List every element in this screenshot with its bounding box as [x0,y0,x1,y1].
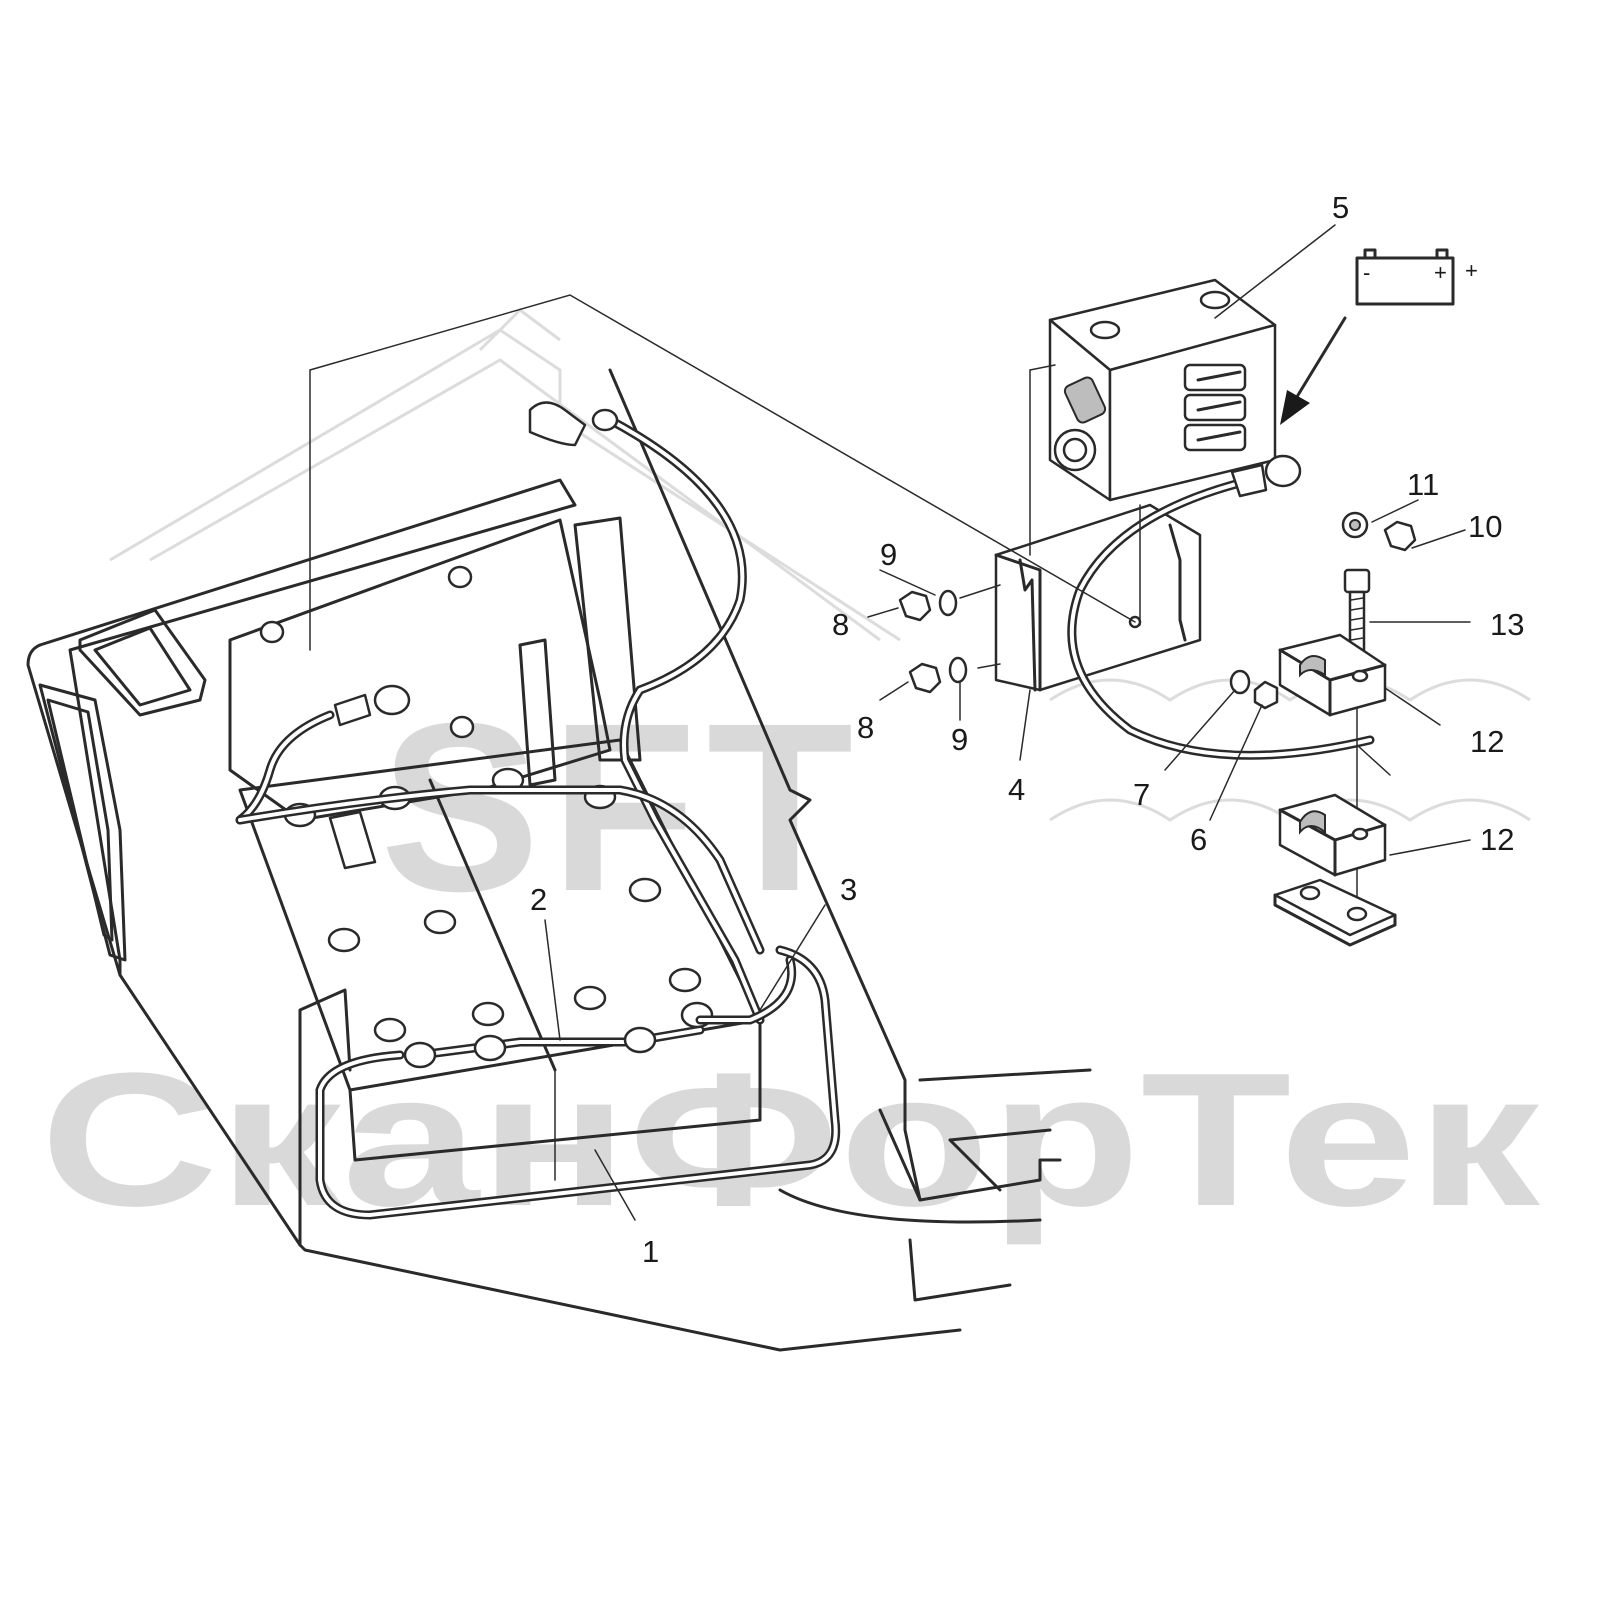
callout-3: 3 [840,872,857,907]
terminal-cap [528,401,587,447]
callout-13: 13 [1490,607,1524,642]
cable-lugs [403,1001,714,1069]
divider-bracket [573,516,642,762]
callout-9-upper: 9 [880,537,897,572]
cable-lug [373,684,411,716]
watermark-logo-text: SFT [380,673,863,941]
hinge-bracket [78,608,207,717]
callout-labels: 1 2 3 4 5 6 7 8 8 9 9 10 11 12 12 13 [530,190,1524,1269]
callout-2: 2 [530,882,547,917]
callout-11: 11 [1407,467,1439,502]
frame-beam [608,368,922,1202]
callout-8-lower: 8 [857,710,874,745]
switch-lever [1063,376,1107,424]
callout-7: 7 [1133,777,1150,812]
isolator-assembly: - + + [898,248,1478,947]
watermark-brand-text: СканФорТек [40,1034,1541,1246]
cables [235,401,841,1220]
mounting-bracket [994,503,1202,692]
bolt-hole [259,620,285,644]
callout-1: 1 [642,1234,659,1269]
callout-6: 6 [1190,822,1207,857]
nut-icon [1383,520,1417,552]
top-plate [228,518,612,822]
callout-9-lower: 9 [951,722,968,757]
bolt-hole [447,565,473,589]
fasteners [898,511,1417,710]
callout-4: 4 [1008,772,1025,807]
callout-8-upper: 8 [832,607,849,642]
step-frame [878,1108,1062,1202]
clamp-base-plate [1273,878,1397,947]
nut-icon [908,662,942,694]
callout-5: 5 [1332,190,1349,225]
callout-12-lower: 12 [1480,822,1514,857]
battery-isolator-switch [1048,278,1277,502]
battery-minus-sign: - [1363,260,1370,285]
wing-nut-icon [1199,290,1231,310]
cable-clamp-upper [1278,633,1387,717]
callout-10: 10 [1468,509,1502,544]
cable-lug [1264,454,1302,488]
arrow-icon [1280,316,1347,425]
washer-icon [1229,669,1251,695]
washer-icon [938,589,958,617]
bolt-hole [449,715,475,739]
callout-12-upper: 12 [1470,724,1504,759]
housing-outline [38,478,962,1352]
battery-plus-sign: + [1434,260,1447,285]
nut-icon [898,590,932,622]
battery-symbol-icon: - + + [1355,248,1478,306]
leader-lines [309,224,1471,1221]
washer-icon [948,656,968,684]
bolt-icon [1253,680,1279,710]
terminal-studs [1183,363,1247,452]
cable-clamp-lower [1278,793,1387,877]
battery-housing [26,368,1092,1352]
terminal-clamp [328,810,377,870]
battery-outer-plus-sign: + [1465,258,1478,283]
wing-nut-icon [1089,320,1121,340]
